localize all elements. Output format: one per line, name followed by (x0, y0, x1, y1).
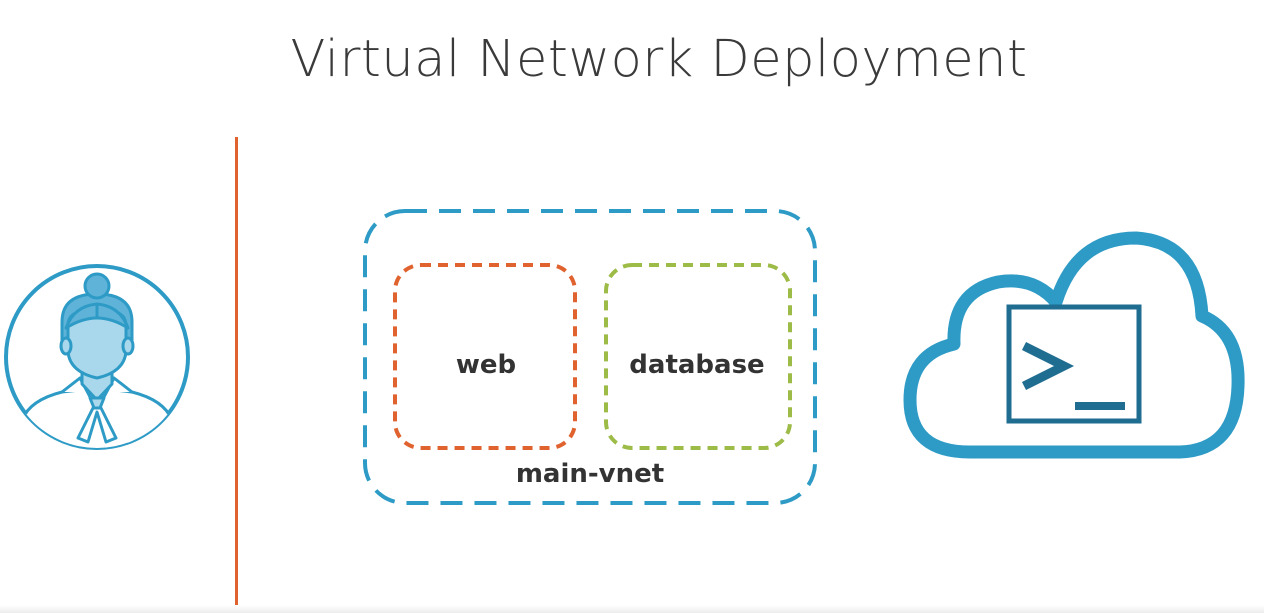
vnet-label: main-vnet (515, 459, 665, 489)
subnet-database-box (604, 263, 792, 450)
cloud-shell-icon (903, 231, 1245, 459)
vnet-boundary (363, 209, 817, 505)
terminal-cursor (1075, 402, 1125, 410)
slide-title: Virtual Network Deployment (290, 30, 1028, 89)
subnet-database-label: database (629, 350, 765, 380)
terminal-window (1006, 304, 1142, 424)
person-avatar-icon (4, 264, 190, 450)
bottom-shade (0, 605, 1264, 613)
vertical-divider (235, 137, 238, 613)
subnet-web-label: web (455, 350, 517, 380)
vnet-diagram (363, 209, 817, 505)
terminal-prompt-chevron (1021, 341, 1075, 391)
